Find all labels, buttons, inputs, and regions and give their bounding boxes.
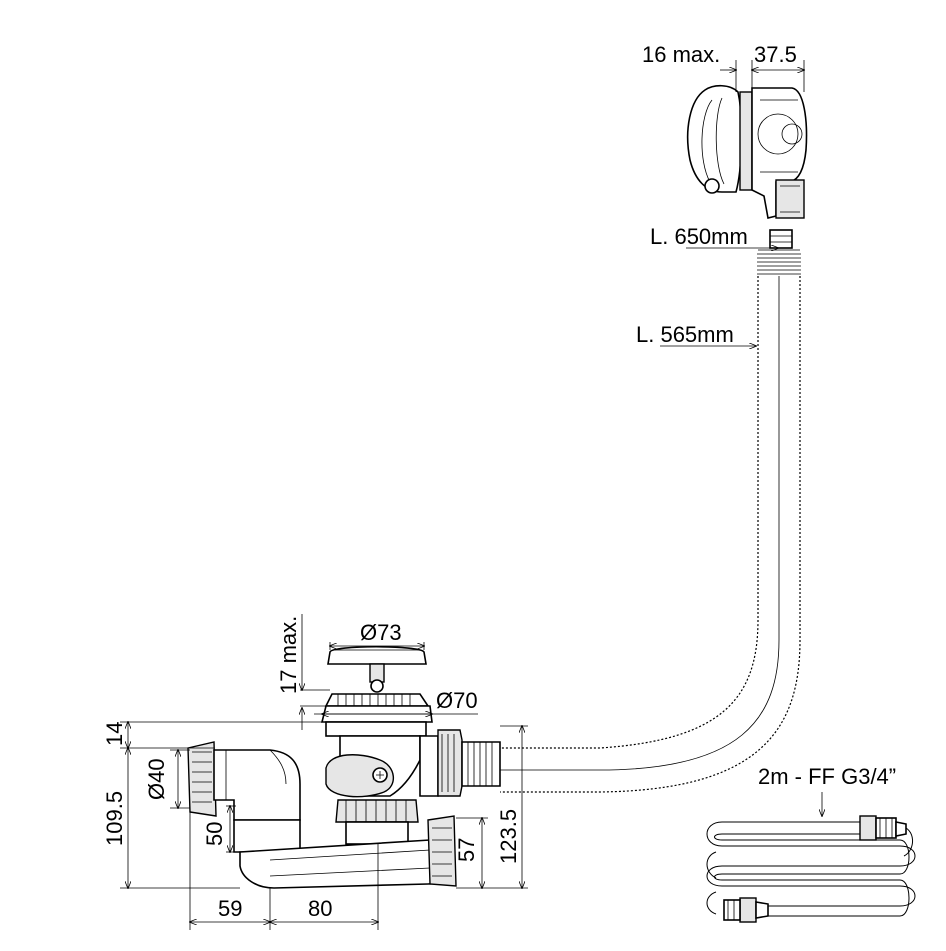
overflow-head [686, 84, 808, 275]
waste-body [325, 721, 501, 845]
dimension-left: 14 109.5 [102, 722, 326, 888]
dimension-overflow: 16 max. 37.5 [642, 42, 804, 92]
dimension-stopper-height: 17 max. [276, 614, 330, 730]
dimension-stopper-diameter: Ø73 [330, 620, 424, 650]
overflow-hose [440, 276, 801, 793]
outlet-height-label: 57 [454, 838, 479, 862]
supply-hose-coil: 2m - FF G3/4” [706, 764, 916, 923]
width-left-label: 59 [218, 896, 242, 921]
dimension-flange-diameter: Ø70 [314, 688, 478, 714]
width-right-label: 80 [308, 896, 332, 921]
stopper-height-label: 17 max. [276, 616, 301, 694]
overflow-width-label: 37.5 [754, 42, 797, 67]
total-height-left-label: 109.5 [102, 791, 127, 846]
cable-length-label: L. 650mm [650, 224, 748, 249]
dimension-cable: L. 650mm [650, 224, 778, 249]
dimension-bottom: 59 80 [190, 812, 378, 930]
stopper [320, 645, 433, 723]
flange-thickness-label: 14 [102, 722, 127, 746]
dimension-right: 57 123.5 [454, 726, 528, 888]
dimension-hose: L. 565mm [636, 322, 756, 347]
trap-offset-label: 50 [202, 822, 227, 846]
flange-diameter-label: Ø70 [436, 688, 478, 713]
supply-hose-label: 2m - FF G3/4” [758, 764, 896, 789]
trap [187, 741, 457, 889]
overflow-depth-label: 16 max. [642, 42, 720, 67]
pipe-diameter-label: Ø40 [144, 758, 169, 800]
dimension-trap-offset: 50 [202, 806, 236, 852]
stopper-diameter-label: Ø73 [360, 620, 402, 645]
hose-length-label: L. 565mm [636, 322, 734, 347]
dimension-pipe-diameter: Ø40 [144, 750, 190, 808]
total-height-right-label: 123.5 [496, 809, 521, 864]
